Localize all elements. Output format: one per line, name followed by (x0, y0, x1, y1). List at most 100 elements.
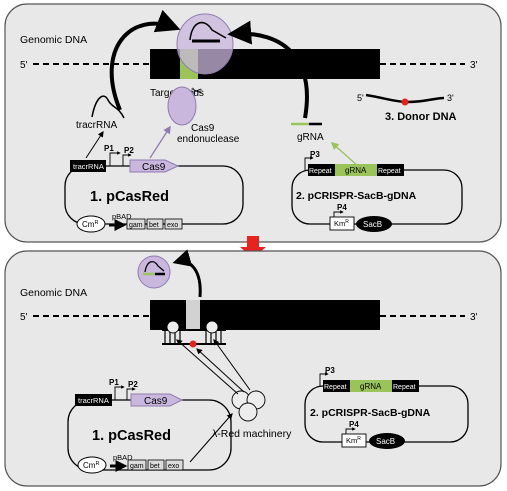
bottom-promoter-p3-arrow (319, 372, 329, 386)
bottom-cas9-gene (130, 393, 184, 407)
bottom-protein-ball-1 (166, 320, 180, 334)
top-promoter-p2-arrow (122, 153, 132, 166)
top-cas9-gene-label: Cas9 (142, 162, 166, 173)
bottom-grna-gene-label: gRNA (360, 382, 382, 391)
top-repeat-right (377, 164, 404, 176)
top-grna-gene (335, 164, 377, 176)
top-donor-mutation-dot (401, 98, 409, 106)
top-tracrrna-hairpin (91, 95, 125, 119)
bottom-arrow-exo-to-lambda (189, 413, 233, 463)
top-arrow-tracrrna-curve (109, 9, 181, 111)
bottom-repeat-right (392, 380, 419, 392)
bottom-protein-ball-2 (205, 320, 219, 334)
bottom-repeat-right-label: Repeat (393, 384, 416, 391)
top-gam-label: gam (129, 222, 143, 229)
top-five-prime: 5' (20, 60, 28, 71)
lambda-arrow-2 (196, 348, 245, 393)
lambda-arrow-3 (213, 339, 251, 391)
top-tracrrna-label: tracrRNA (76, 120, 117, 131)
bottom-bet-label: bet (150, 463, 160, 470)
top-p4-label: P4 (337, 203, 347, 212)
lambda-arrow-1 (176, 339, 239, 395)
top-pcrispr-title: 2. pCRISPR-SacB-gDNA (296, 190, 417, 202)
bottom-tracrrna-gene-label: tracrRNA (78, 396, 109, 405)
bottom-grna-gene (350, 380, 392, 392)
bottom-promoter-p1-arrow (114, 385, 125, 400)
top-arrow-grna-curve (227, 20, 309, 119)
top-p1-label: P1 (104, 144, 114, 153)
bottom-p2-label: P2 (128, 380, 138, 389)
bottom-complex-hairpin (144, 261, 165, 273)
bottom-p1-label: P1 (109, 378, 119, 387)
bottom-three-prime: 3' (470, 312, 478, 323)
top-promoter-p3-arrow (304, 156, 314, 170)
bottom-repeat-left (323, 380, 350, 392)
bottom-pcasred-title: 1. pCasRed (92, 428, 171, 444)
top-bet-label: bet (149, 222, 159, 229)
bottom-mutation-dot (189, 340, 197, 348)
bottom-cmr-marker (77, 456, 107, 474)
top-cas9-label-1: Cas9 (191, 123, 215, 134)
top-repeat-left-label: Repeat (309, 168, 332, 175)
top-promoter-p1-arrow (109, 151, 121, 166)
bottom-genomic-dna-label: Genomic DNA (20, 287, 87, 299)
top-exo-gene (164, 218, 183, 230)
top-donor-dna-label: 3. Donor DNA (385, 111, 457, 123)
bottom-kmr-label: KmR (346, 436, 361, 445)
top-cmr-marker (76, 215, 106, 233)
top-kmr-marker (329, 216, 355, 231)
top-exo-label: exo (167, 222, 178, 229)
bottom-kmr-marker (341, 433, 367, 448)
bottom-tracrrna-gene (75, 394, 112, 406)
top-cmr-label: CmR (82, 220, 98, 229)
top-grna-label: gRNA (297, 132, 324, 143)
top-donor-5prime: 5' (357, 93, 364, 103)
bottom-exo-gene (165, 459, 184, 471)
bottom-cmr-label: CmR (83, 461, 99, 470)
bottom-sacb-label: SacB (376, 437, 395, 446)
top-p2-label: P2 (124, 146, 134, 155)
bottom-pcrispr-title: 2. pCRISPR-SacB-gDNA (310, 407, 431, 419)
top-repeat-left (308, 164, 335, 176)
top-sacb-marker (356, 216, 392, 232)
scissors-icon: ✂ (191, 83, 203, 99)
bottom-cas9-complex (137, 255, 171, 289)
top-cas9-gene (129, 159, 180, 173)
top-grna-gene-label: gRNA (345, 166, 367, 175)
bottom-gap-region (186, 300, 200, 330)
bottom-gam-gene (127, 459, 147, 471)
top-cas9-label-2: endonuclease (177, 134, 240, 145)
bottom-bet-gene (147, 459, 165, 471)
top-repeat-right-label: Repeat (378, 168, 401, 175)
lambda-red-ball-3 (238, 402, 258, 422)
top-arrow-to-tracrrna (85, 130, 104, 159)
top-p3-label: P3 (310, 150, 320, 159)
bottom-gam-label: gam (130, 463, 144, 470)
top-genomic-dna-label: Genomic DNA (20, 34, 87, 46)
top-bet-gene (146, 218, 164, 230)
top-donor-3prime: 3' (447, 93, 454, 103)
bottom-genomic-dna-block (150, 300, 380, 330)
bottom-cas9-gene-label: Cas9 (144, 396, 168, 407)
top-tracrrna-gene-label: tracrRNA (73, 162, 104, 171)
top-three-prime: 3' (470, 60, 478, 71)
top-arrow-to-cas9 (149, 125, 171, 159)
bottom-repeat-left-label: Repeat (324, 384, 347, 391)
bottom-pbad-label: pBAD (113, 453, 133, 462)
lambda-red-label: λ-Red machinery (212, 428, 292, 440)
bottom-p3-label: P3 (325, 366, 335, 375)
bottom-p4-label: P4 (349, 420, 359, 429)
bottom-exo-label: exo (168, 463, 179, 470)
top-pcasred-title: 1. pCasRed (90, 189, 169, 205)
bottom-release-arrow (172, 249, 202, 298)
bottom-sacb-marker (369, 433, 405, 449)
top-sacb-label: SacB (363, 220, 382, 229)
top-kmr-label: KmR (334, 219, 349, 228)
bottom-promoter-p2-arrow (126, 387, 136, 400)
top-tracrrna-gene (70, 160, 106, 172)
top-pbad-label: pBAD (112, 212, 132, 221)
top-gam-gene (126, 218, 146, 230)
top-arrow-to-grna (330, 141, 359, 167)
bottom-five-prime: 5' (20, 312, 28, 323)
